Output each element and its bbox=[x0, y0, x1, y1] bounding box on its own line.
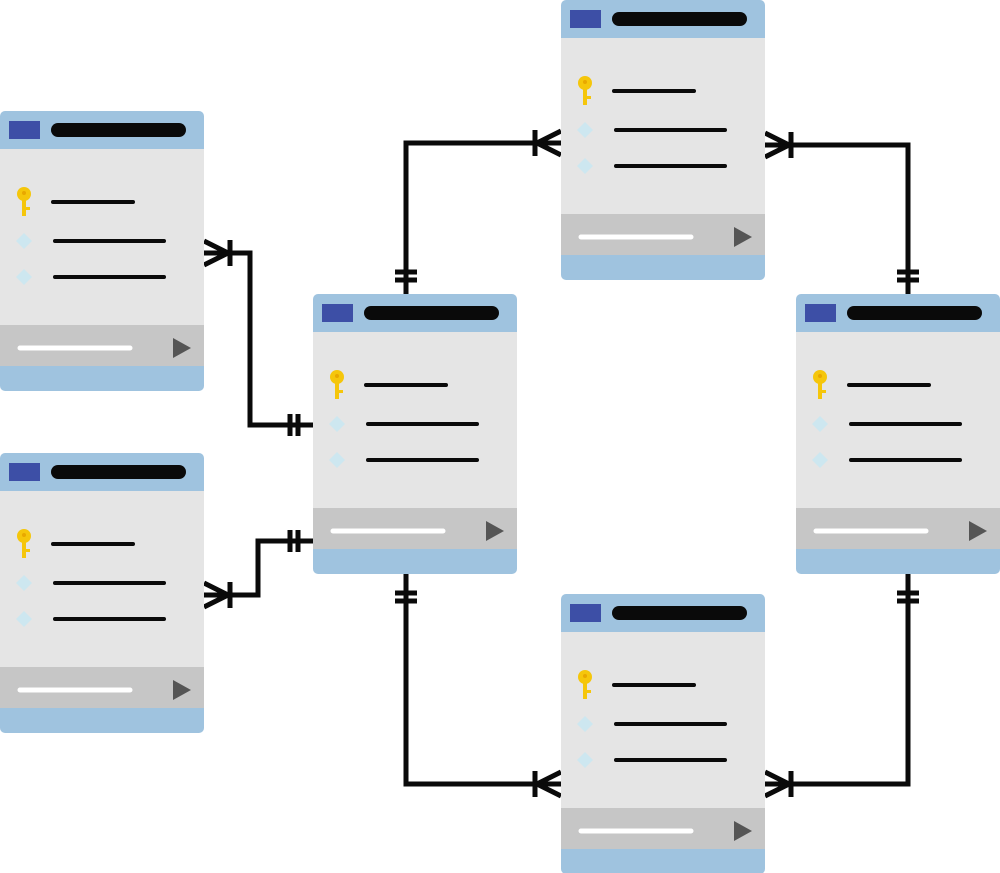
relationship-line bbox=[765, 142, 911, 294]
window-icon bbox=[805, 304, 836, 322]
diamond-icon bbox=[812, 416, 828, 432]
key-icon bbox=[578, 670, 592, 699]
table-title-bar bbox=[364, 306, 499, 320]
diamond-icon bbox=[329, 452, 345, 468]
table-title-bar bbox=[612, 12, 747, 26]
crows-foot-marker bbox=[202, 250, 230, 268]
key-icon bbox=[17, 529, 31, 558]
crows-foot-marker bbox=[763, 769, 791, 787]
diamond-icon bbox=[329, 416, 345, 432]
relationship-line bbox=[403, 574, 561, 787]
key-icon bbox=[578, 76, 592, 105]
diamond-icon bbox=[16, 575, 32, 591]
diamond-icon bbox=[577, 716, 593, 732]
entity-table-left-bottom bbox=[0, 453, 204, 733]
crows-foot-marker bbox=[535, 140, 563, 158]
entity-table-right bbox=[796, 294, 1000, 574]
play-icon[interactable] bbox=[486, 521, 504, 541]
entity-table-bottom bbox=[561, 594, 765, 873]
entity-table-top bbox=[561, 0, 765, 280]
crows-foot-marker bbox=[535, 769, 563, 787]
crows-foot-marker bbox=[763, 130, 791, 148]
table-body bbox=[313, 332, 517, 508]
diamond-icon bbox=[812, 452, 828, 468]
play-icon[interactable] bbox=[734, 227, 752, 247]
crows-foot-marker bbox=[202, 238, 230, 256]
table-title-bar bbox=[612, 606, 747, 620]
crows-foot-marker bbox=[535, 128, 563, 146]
crows-foot-marker bbox=[763, 781, 791, 799]
table-body bbox=[561, 632, 765, 808]
play-icon[interactable] bbox=[173, 338, 191, 358]
crows-foot-marker bbox=[763, 142, 791, 160]
window-icon bbox=[9, 463, 40, 481]
table-body bbox=[0, 491, 204, 667]
window-icon bbox=[9, 121, 40, 139]
table-title-bar bbox=[51, 465, 186, 479]
crows-foot-marker bbox=[202, 580, 230, 598]
relationship-line bbox=[204, 250, 313, 428]
table-body bbox=[796, 332, 1000, 508]
key-icon bbox=[813, 370, 827, 399]
entity-table-center bbox=[313, 294, 517, 574]
table-body bbox=[561, 38, 765, 214]
table-title-bar bbox=[847, 306, 982, 320]
play-icon[interactable] bbox=[734, 821, 752, 841]
crows-foot-marker bbox=[202, 592, 230, 610]
diamond-icon bbox=[16, 269, 32, 285]
window-icon bbox=[570, 10, 601, 28]
table-body bbox=[0, 149, 204, 325]
entity-table-left-top bbox=[0, 111, 204, 391]
relationship-line bbox=[765, 574, 911, 787]
diamond-icon bbox=[16, 611, 32, 627]
diamond-icon bbox=[16, 233, 32, 249]
window-icon bbox=[570, 604, 601, 622]
diamond-icon bbox=[577, 122, 593, 138]
relationship-connectors bbox=[202, 128, 919, 799]
play-icon[interactable] bbox=[173, 680, 191, 700]
key-icon bbox=[17, 187, 31, 216]
diamond-icon bbox=[577, 158, 593, 174]
table-title-bar bbox=[51, 123, 186, 137]
window-icon bbox=[322, 304, 353, 322]
diamond-icon bbox=[577, 752, 593, 768]
key-icon bbox=[330, 370, 344, 399]
relationship-line bbox=[403, 140, 561, 294]
crows-foot-marker bbox=[535, 781, 563, 799]
play-icon[interactable] bbox=[969, 521, 987, 541]
